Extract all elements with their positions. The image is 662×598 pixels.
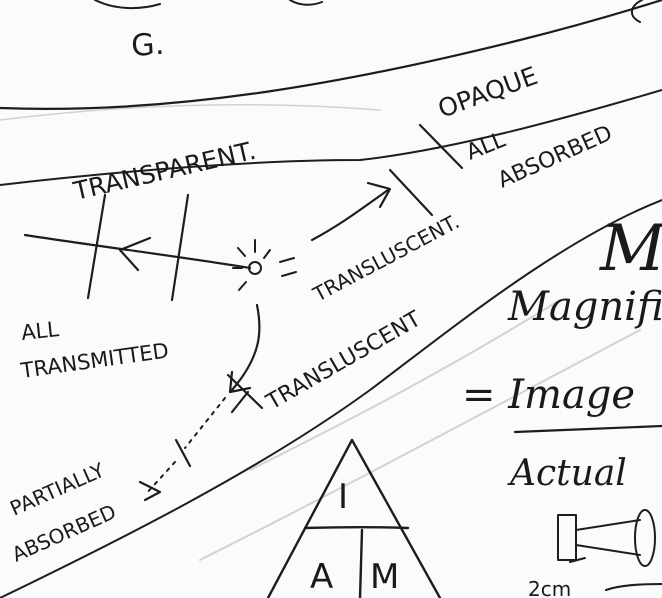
label-opaque: OPAQUE: [434, 61, 541, 124]
label-translucent-lower: TRANSLUSCENT: [262, 306, 426, 415]
lens-sketch: [558, 510, 662, 590]
top-boundary-curve: [0, 0, 662, 109]
light-source-icon: [233, 240, 296, 290]
iam-triangle: [268, 440, 440, 598]
label-big-m: M: [599, 212, 662, 286]
label-transparent: TRANSPARENT.: [70, 136, 259, 206]
top-right-bracket: [632, 0, 642, 22]
top-fragment-stroke: [290, 0, 322, 5]
top-fragment-arc: [95, 0, 160, 8]
label-image-equation: = Image: [462, 372, 635, 418]
transparent-diagram: [25, 195, 250, 300]
triangle-label-i: I: [338, 477, 348, 517]
label-magnification: Magnific: [507, 284, 662, 330]
label-translucent-upper: TRANSLUSCENT.: [308, 209, 463, 307]
triangle-label-m: M: [370, 557, 399, 597]
label-actual: Actual: [507, 453, 627, 494]
label-scale: 2cm: [528, 577, 571, 598]
label-g: G.: [130, 27, 165, 64]
triangle-label-a: A: [310, 557, 333, 597]
label-all-transmitted-2: TRANSMITTED: [18, 338, 170, 383]
label-all-transmitted-1: ALL: [20, 317, 60, 345]
fraction-bar: [515, 426, 662, 432]
